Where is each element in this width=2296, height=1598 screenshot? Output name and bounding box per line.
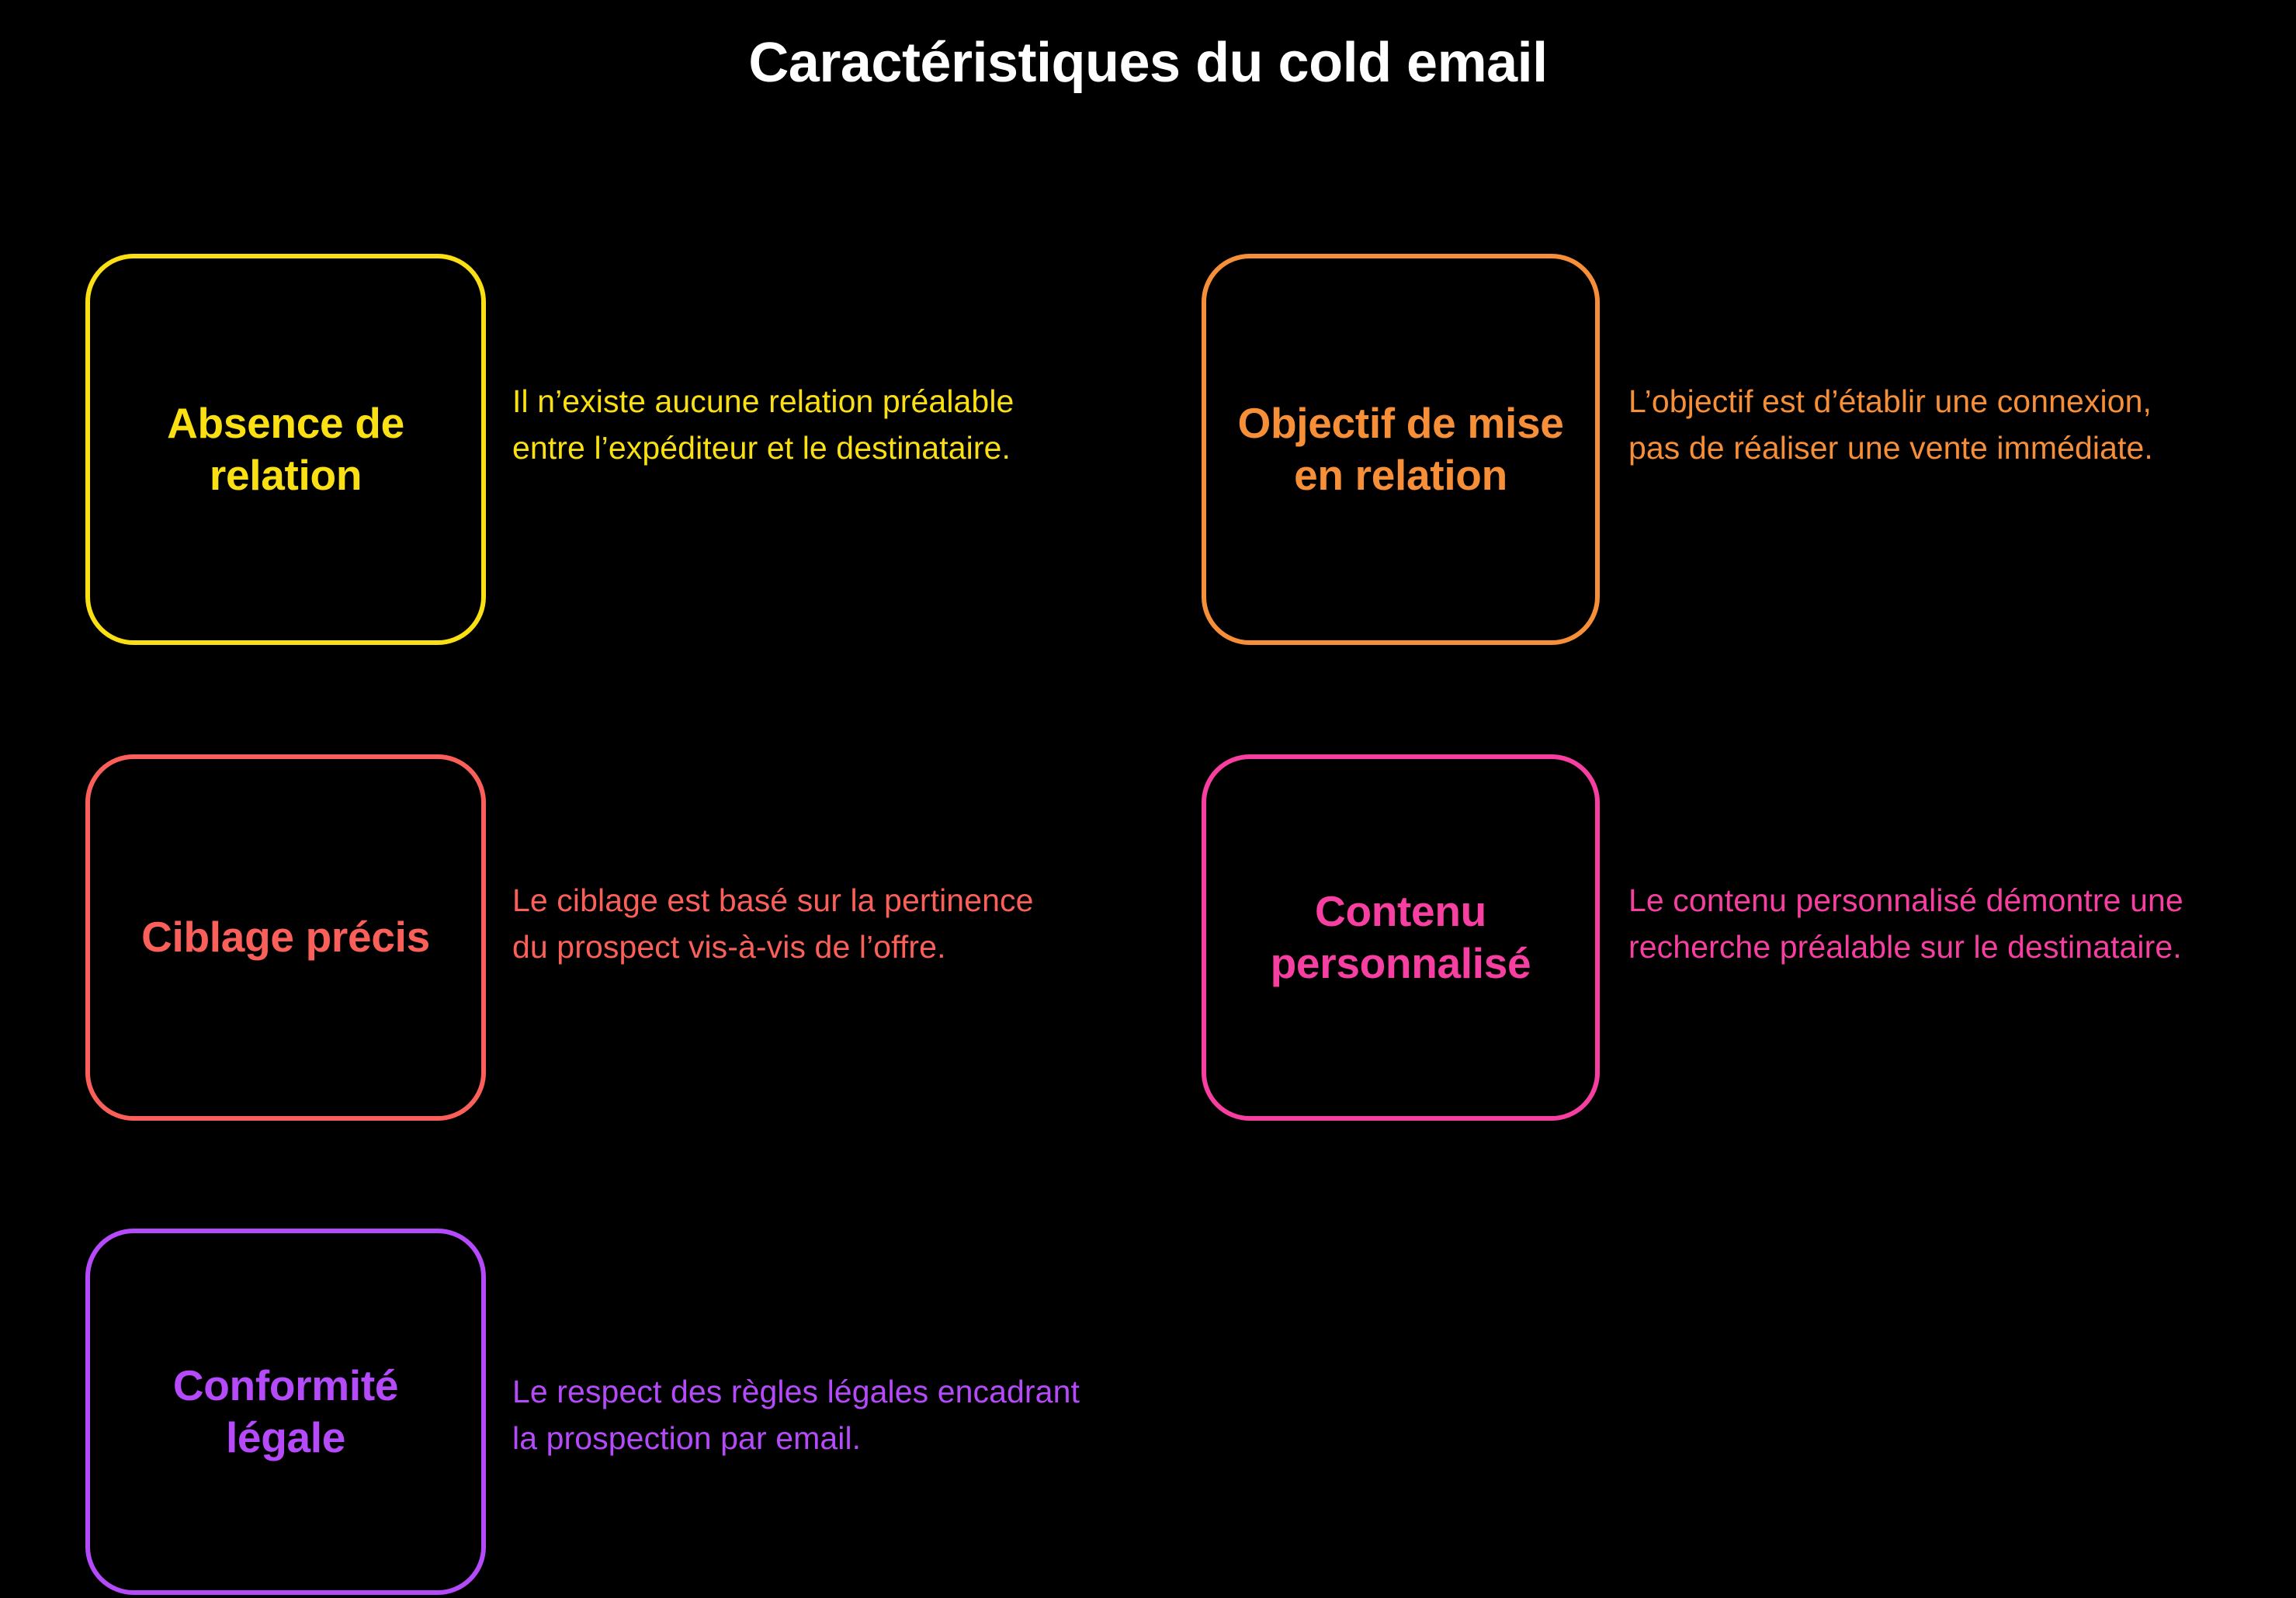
feature-card-absence-de-relation[interactable]: Absence de relation xyxy=(85,254,486,645)
feature-description: Il n’existe aucune relation préalable en… xyxy=(512,383,1014,466)
feature-card-objectif-de-mise-en-relation[interactable]: Objectif de mise en relation xyxy=(1202,254,1600,645)
feature-description: Le contenu personnalisé démontre une rec… xyxy=(1628,882,2183,965)
feature-description: Le respect des règles légales encadrant … xyxy=(512,1374,1080,1457)
page-title: Caractéristiques du cold email xyxy=(748,32,1548,94)
feature-card-conformite-legale[interactable]: Conformité légale xyxy=(85,1229,486,1595)
feature-card-contenu-personnalise[interactable]: Contenu personnalisé xyxy=(1202,754,1600,1121)
feature-card-title: Absence de relation xyxy=(167,398,404,499)
feature-description: Le ciblage est basé sur la pertinence du… xyxy=(512,882,1034,965)
feature-card-title: Conformité légale xyxy=(172,1361,399,1461)
feature-card-ciblage-precis[interactable]: Ciblage précis xyxy=(85,754,486,1121)
feature-card-title: Contenu personnalisé xyxy=(1270,886,1531,987)
feature-card-title: Objectif de mise en relation xyxy=(1237,398,1564,499)
feature-card-title: Ciblage précis xyxy=(141,913,430,962)
feature-description: L’objectif est d’établir une connexion, … xyxy=(1628,383,2153,466)
